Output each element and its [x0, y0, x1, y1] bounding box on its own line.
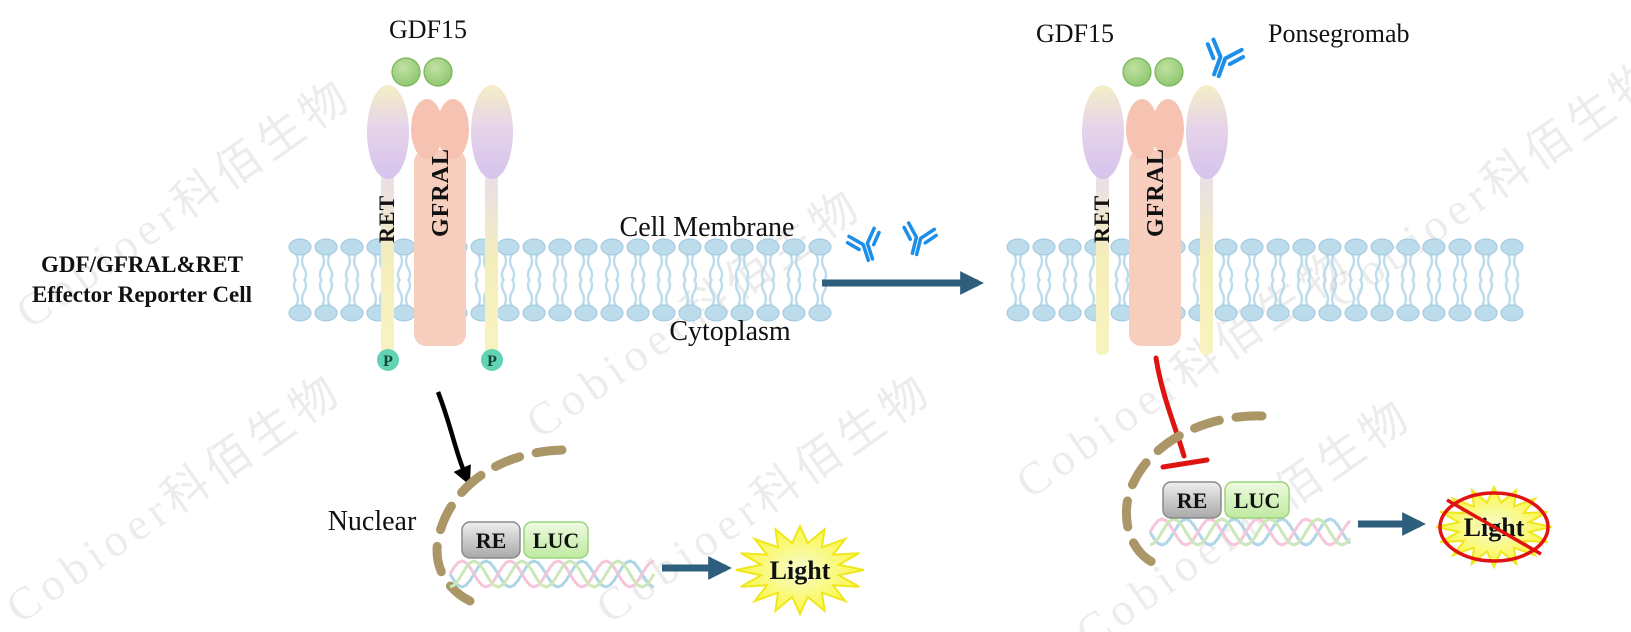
luc-element: LUC [523, 521, 589, 559]
light-label: Light [770, 556, 831, 585]
re-label: RE [1177, 488, 1208, 513]
luc-element: LUC [1224, 481, 1290, 519]
gfral-label: GFRAL [428, 148, 454, 237]
signal-arrow [435, 391, 471, 486]
left-panel: GDF15 RET GFRAL Cell Membrane Cytoplasm … [32, 15, 865, 617]
light-output-blocked: Light [1435, 484, 1553, 570]
cell-line-label-line1: GDF/GFRAL&RET [41, 252, 243, 277]
gfral-receptor [1126, 99, 1184, 346]
phospho-site-right: P [481, 349, 503, 371]
gdf15-label: GDF15 [389, 15, 467, 44]
no-light-cross-icon [1438, 491, 1550, 563]
ret-label: RET [1089, 195, 1114, 243]
ret-receptor-right [1186, 85, 1228, 355]
dna-helix [1148, 517, 1352, 547]
nuclear-envelope [1122, 411, 1267, 567]
gdf15-label: GDF15 [1036, 19, 1114, 48]
right-panel: GDF15 Ponsegromab RET GFRAL RE LUC [1005, 19, 1553, 570]
ponsegromab-label: Ponsegromab [1268, 19, 1410, 48]
cell-line-label: GDF/GFRAL&RET Effector Reporter Cell [32, 252, 252, 307]
ret-label: RET [374, 195, 399, 243]
dna-helix [448, 559, 656, 589]
ret-receptor-right [471, 85, 513, 358]
gdf15-ligand [391, 57, 453, 87]
re-element: RE [1162, 481, 1222, 519]
ret-receptor-left [1082, 85, 1124, 355]
nuclear-envelope [432, 445, 567, 606]
light-output: Light [735, 523, 865, 617]
re-element: RE [461, 521, 521, 559]
gfral-receptor [411, 99, 469, 346]
gfral-label: GFRAL [1143, 148, 1169, 237]
cell-line-label-line2: Effector Reporter Cell [32, 282, 252, 307]
antibody-icon [896, 220, 940, 260]
phospho-label: P [383, 353, 393, 370]
nuclear-label: Nuclear [328, 506, 417, 537]
watermark-text: Cobioer科佰生物 [0, 363, 352, 632]
re-label: RE [476, 528, 507, 553]
luc-label: LUC [1234, 488, 1280, 513]
cell-membrane-label: Cell Membrane [620, 212, 795, 243]
light-burst [735, 523, 865, 617]
phospho-label: P [487, 353, 497, 370]
luc-label: LUC [533, 528, 579, 553]
gdf15-ligand [1122, 57, 1184, 87]
ret-receptor-left [367, 85, 409, 358]
phospho-site-left: P [377, 349, 399, 371]
watermark-text: Cobioer科佰生物 [1316, 48, 1631, 318]
inhibition-line [1153, 355, 1210, 470]
cytoplasm-label: Cytoplasm [669, 316, 791, 347]
transition [822, 220, 984, 295]
antibody-icon [1196, 36, 1248, 84]
